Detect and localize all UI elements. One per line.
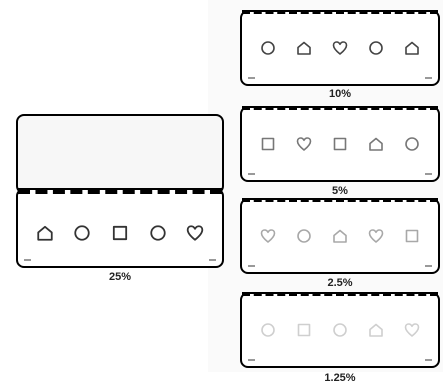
corner-mark-left — [248, 173, 255, 175]
label-25: 25% — [108, 271, 132, 283]
heart-icon — [186, 224, 204, 242]
corner-mark-right — [425, 359, 432, 361]
corner-mark-right — [209, 259, 216, 261]
square-icon — [260, 136, 276, 152]
icon-row — [242, 36, 438, 60]
corner-mark-right — [425, 265, 432, 267]
circle-icon — [296, 228, 312, 244]
house-icon — [404, 40, 420, 56]
square-icon — [296, 322, 312, 338]
perforation-bar — [242, 106, 438, 110]
label-10: 10% — [328, 88, 352, 100]
icon-row — [242, 318, 438, 342]
icon-row — [242, 132, 438, 156]
circle-icon — [332, 322, 348, 338]
circle-icon — [73, 224, 91, 242]
house-icon — [368, 136, 384, 152]
circle-icon — [260, 40, 276, 56]
card-1-25 — [240, 292, 440, 368]
corner-mark-left — [248, 359, 255, 361]
circle-icon — [149, 224, 167, 242]
heart-icon — [332, 40, 348, 56]
card-2-5 — [240, 198, 440, 274]
card-5 — [240, 106, 440, 182]
corner-mark-left — [248, 265, 255, 267]
corner-mark-right — [425, 173, 432, 175]
label-2-5: 2.5% — [327, 277, 353, 289]
label-5: 5% — [332, 185, 348, 197]
corner-mark-left — [248, 77, 255, 79]
house-icon — [332, 228, 348, 244]
icon-row — [242, 224, 438, 248]
corner-mark-right — [425, 77, 432, 79]
heart-icon — [260, 228, 276, 244]
circle-icon — [368, 40, 384, 56]
square-icon — [111, 224, 129, 242]
corner-mark-left — [24, 259, 31, 261]
card-10 — [240, 10, 440, 86]
circle-icon — [260, 322, 276, 338]
house-icon — [368, 322, 384, 338]
perforation-bar — [18, 188, 222, 194]
house-icon — [36, 224, 54, 242]
circle-icon — [404, 136, 420, 152]
card-25 — [16, 188, 224, 268]
perforation-bar — [242, 10, 438, 14]
square-icon — [404, 228, 420, 244]
label-1-25: 1.25% — [324, 372, 356, 384]
perforation-bar — [242, 292, 438, 296]
icon-row — [18, 220, 222, 246]
heart-icon — [368, 228, 384, 244]
heart-icon — [296, 136, 312, 152]
perforation-bar — [242, 198, 438, 202]
square-icon — [332, 136, 348, 152]
house-icon — [296, 40, 312, 56]
heart-icon — [404, 322, 420, 338]
folded-card-top-flap — [16, 114, 224, 194]
